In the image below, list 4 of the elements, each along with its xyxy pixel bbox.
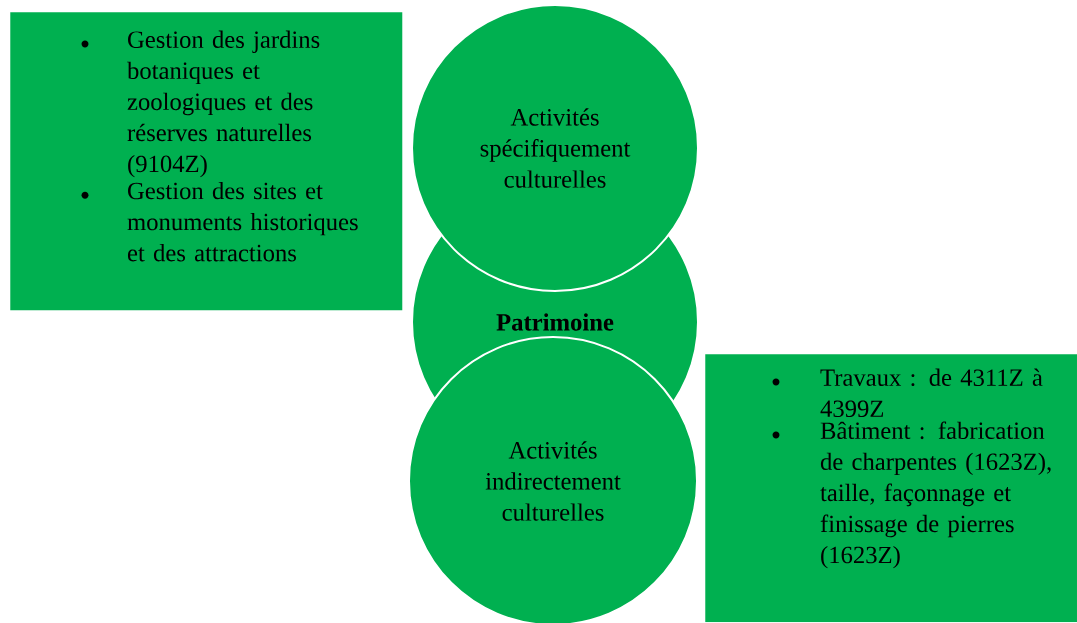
text-box: Travaux : de 4311Z à 4399Z Bâtiment : fabrication de charpentes (1623Z), taille, façonnage et finissage de pierres (1623Z) <box>705 354 1077 623</box>
circle-node: Activités indirectement culturelles <box>408 336 698 623</box>
circle-node: Activités spécifiquement culturelles <box>411 4 699 292</box>
text-box: Gestion des jardins botaniques et zoologiques et des réserves naturelles (9104Z) Gestion des sites et monuments historiques et des attractions <box>10 12 403 311</box>
